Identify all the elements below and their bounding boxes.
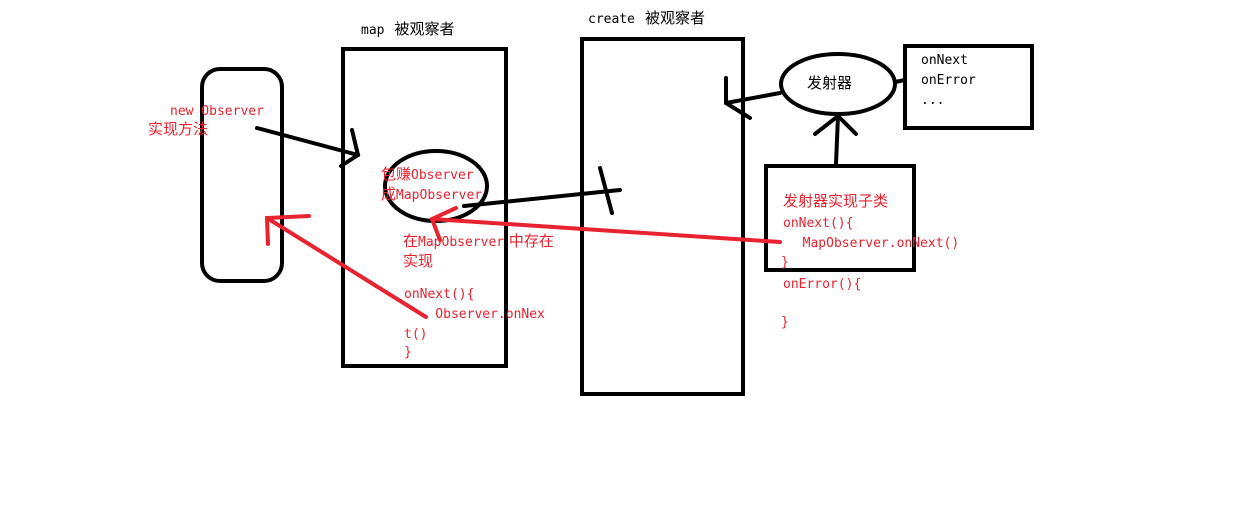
arrow-impl-to-emitter: [813, 113, 858, 166]
methods-line-1: onNext: [921, 53, 968, 68]
wrap-line1: 包赚Observer: [381, 165, 474, 183]
map-title: map 被观察者: [361, 20, 455, 38]
create-title: create 被观察者: [588, 9, 705, 27]
wrap-line1-latin: Observer: [411, 168, 474, 183]
impl-code-6: }: [781, 315, 789, 330]
emitter-label: 发射器: [807, 74, 852, 92]
map-observer-ellipse: [383, 149, 489, 223]
red-arrow-map-to-observer: [264, 214, 428, 319]
methods-connector: [894, 78, 906, 84]
map-code-3: t(): [404, 327, 427, 342]
create-title-latin: create: [588, 12, 635, 27]
red-arrow-impl-to-map: [429, 206, 782, 244]
wrap-line2-cjk: 成: [381, 185, 396, 203]
impl-code-1: onNext(){: [783, 216, 853, 231]
store-line1-latin: MapObserver: [418, 235, 504, 250]
store-line1-cjk-b: 中存在: [504, 232, 554, 250]
wrap-line2: 成MapObserver: [381, 185, 482, 203]
create-observable-box: [580, 37, 745, 396]
impl-code-4: onError(){: [783, 277, 861, 292]
arrow-emitter-to-create: [724, 76, 782, 120]
impl-title: 发射器实现子类: [783, 192, 888, 210]
map-code-4: }: [404, 345, 412, 360]
map-code-1: onNext(){: [404, 287, 474, 302]
map-code-2: Observer.onNex: [404, 307, 545, 322]
observer-impl-label: 实现方法: [148, 120, 208, 138]
store-line1-cjk-a: 在: [403, 232, 418, 250]
arrow-map-to-create: [462, 166, 622, 215]
emitter-methods-box: [903, 44, 1034, 130]
observer-new-label: new Observer: [170, 104, 264, 119]
store-line2: 实现: [403, 252, 433, 270]
methods-line-3: ...: [921, 93, 944, 108]
create-title-cjk: 被观察者: [645, 9, 705, 27]
observer-box: [200, 67, 284, 283]
wrap-line2-latin: MapObserver: [396, 188, 482, 203]
map-observable-box: [341, 47, 508, 368]
map-title-latin: map: [361, 23, 385, 38]
impl-code-2: MapObserver.onNext(): [787, 236, 959, 251]
map-title-cjk: 被观察者: [394, 20, 454, 38]
store-line1: 在MapObserver 中存在: [403, 232, 554, 250]
wrap-line1-cjk: 包赚: [381, 165, 411, 183]
arrow-observer-to-map: [255, 126, 361, 168]
emitter-impl-box: [764, 164, 916, 272]
methods-line-2: onError: [921, 73, 976, 88]
impl-code-3: }: [781, 255, 789, 270]
